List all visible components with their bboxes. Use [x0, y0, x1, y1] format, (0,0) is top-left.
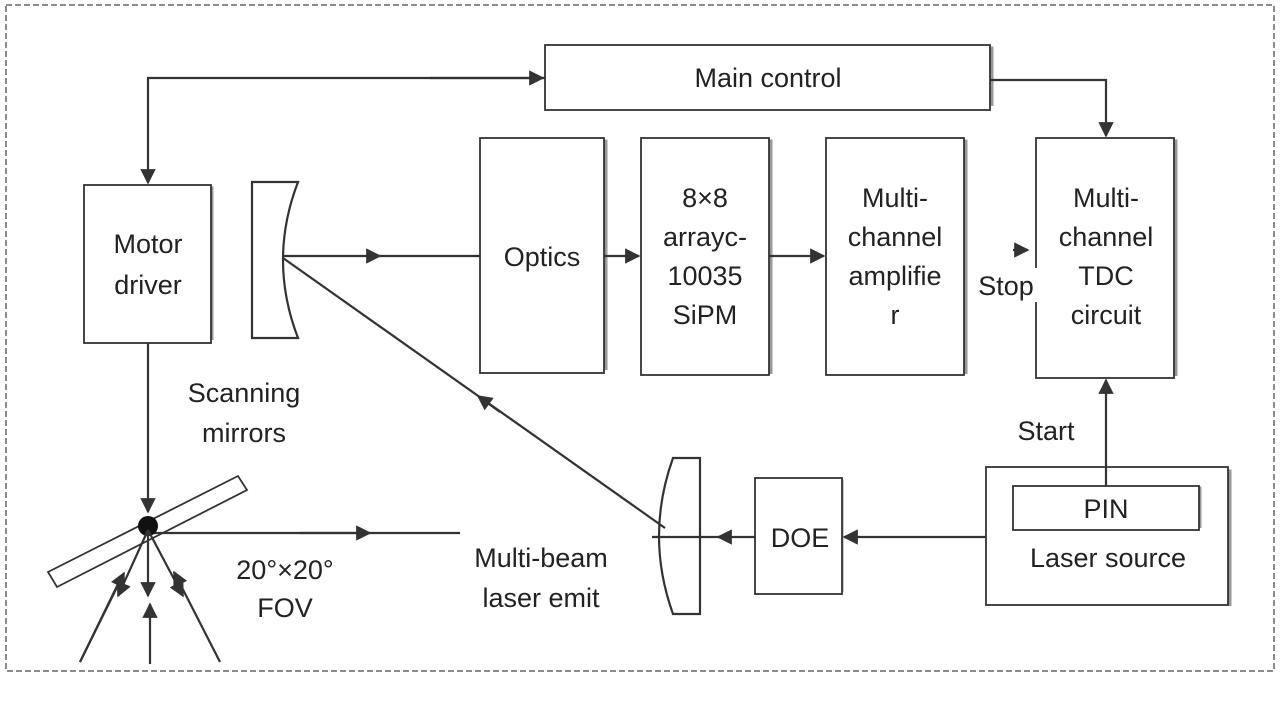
sipm-label-3: 10035	[667, 261, 742, 291]
main-control-block: Main control	[544, 44, 994, 111]
pin-label: PIN	[1083, 494, 1128, 524]
scanning-mirrors-label-1: Scanning	[188, 378, 301, 408]
amplifier-label-2: channel	[848, 222, 943, 252]
scanning-mirrors-label-2: mirrors	[202, 418, 286, 448]
emission-lens-shape	[657, 456, 702, 616]
tdc-label-2: channel	[1059, 222, 1154, 252]
fov-label-2: FOV	[257, 593, 313, 623]
amplifier-label-4: r	[891, 300, 900, 330]
doe-block: DOE	[754, 477, 844, 595]
mirror-pivot	[138, 516, 158, 536]
optics-block: Optics	[479, 137, 608, 374]
main-to-motor-line	[140, 76, 545, 185]
scanning-mirror-shape	[250, 180, 300, 340]
sipm-label-2: arrayc-	[663, 222, 747, 252]
multibeam-label-1: Multi-beam	[474, 543, 608, 573]
optics-label: Optics	[504, 242, 581, 272]
outer-frame	[5, 4, 1275, 672]
stop-label: Stop	[978, 271, 1034, 301]
start-label: Start	[1017, 416, 1075, 446]
tdc-block: Multi- channel TDC circuit	[1035, 137, 1178, 379]
doe-label: DOE	[771, 523, 830, 553]
sipm-label-4: SiPM	[673, 300, 738, 330]
sipm-block: 8×8 arrayc- 10035 SiPM	[640, 137, 773, 376]
laser-source-label: Laser source	[1030, 543, 1186, 573]
motor-driver-label-1: Motor	[113, 229, 182, 259]
multibeam-label-2: laser emit	[482, 583, 600, 613]
amplifier-label-3: amplifie	[848, 261, 941, 291]
amplifier-label-1: Multi-	[862, 183, 928, 213]
motor-driver-label-2: driver	[114, 270, 182, 300]
laser-source-block: PIN Laser source	[985, 466, 1232, 606]
tdc-label-3: TDC	[1078, 261, 1134, 291]
main-control-label: Main control	[694, 63, 841, 93]
tdc-label-1: Multi-	[1073, 183, 1139, 213]
tdc-label-4: circuit	[1071, 300, 1142, 330]
main-to-tdc-line	[990, 78, 1114, 138]
sipm-label-1: 8×8	[682, 183, 728, 213]
motor-driver-block: Motor driver	[83, 184, 214, 344]
fov-label-1: 20°×20°	[236, 555, 333, 585]
amplifier-block: Multi- channel amplifie r	[825, 137, 968, 376]
